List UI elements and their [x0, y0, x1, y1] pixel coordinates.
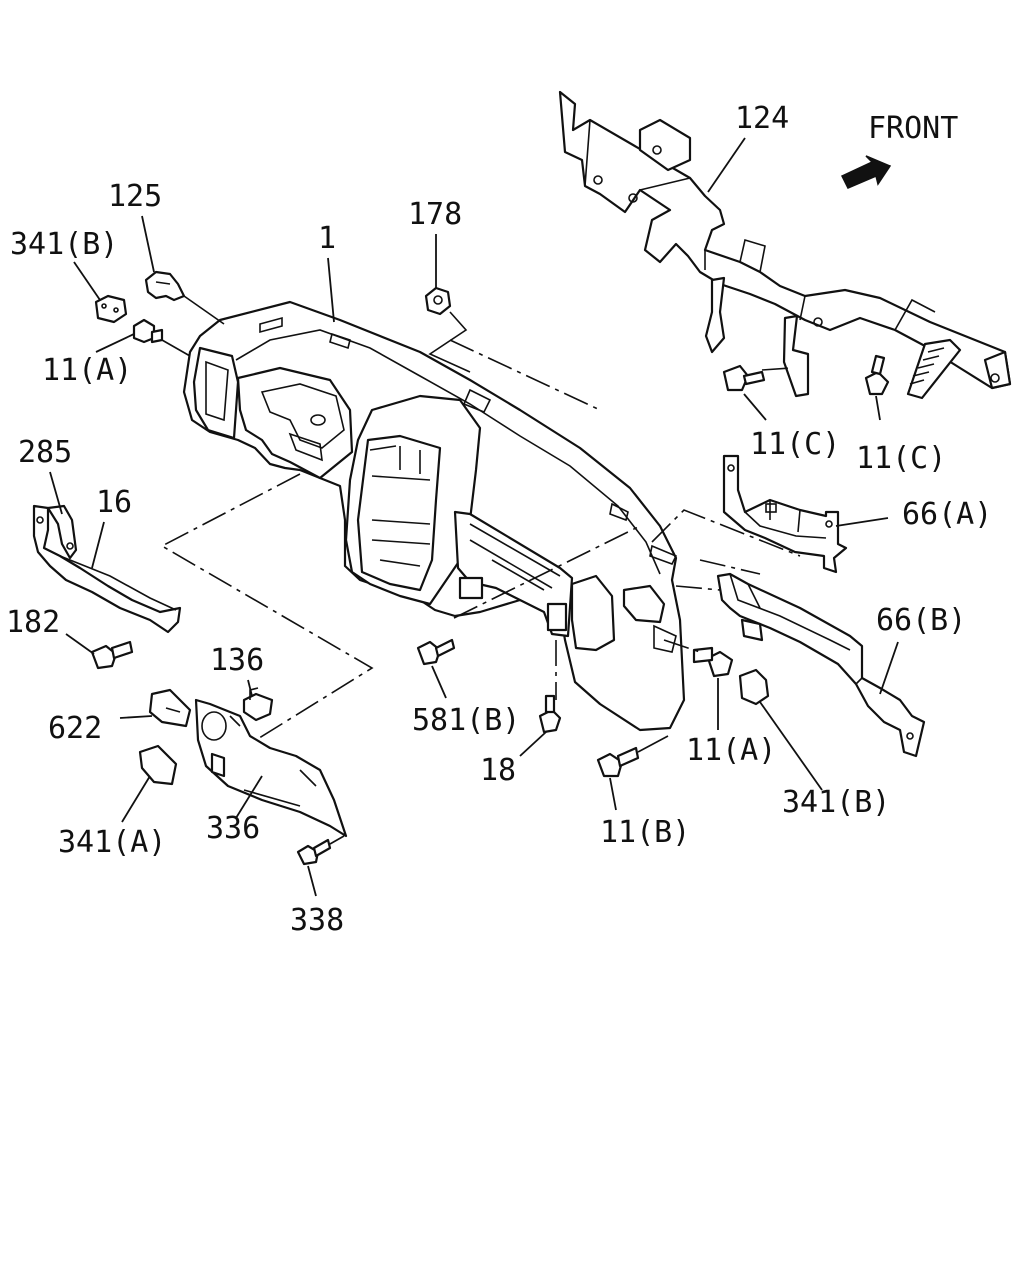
leader-125 — [141, 215, 155, 273]
callout-11c-left: 11(C) — [750, 427, 840, 462]
nut-ref-line — [428, 311, 471, 373]
callout-125: 125 — [108, 179, 162, 214]
callout-11a-top: 11(A) — [42, 353, 132, 388]
part-18-screw — [538, 694, 562, 734]
callout-136: 136 — [210, 643, 264, 678]
part-11c-bolt-right — [864, 354, 890, 396]
screw-ref-line — [329, 835, 345, 845]
leader-1 — [327, 257, 335, 323]
leader-341b-top — [73, 261, 101, 301]
leader-581b — [431, 665, 447, 699]
leader-136 — [247, 679, 253, 697]
part-136-clip — [242, 687, 274, 722]
callout-341a: 341(A) — [58, 825, 166, 860]
part-622-cover — [148, 688, 192, 728]
clip-ref-line — [183, 295, 225, 325]
part-16-285-bracket — [32, 504, 182, 634]
callout-285: 285 — [18, 435, 72, 470]
part-178-nut — [424, 286, 452, 316]
part-11a-bolt-bottom — [692, 646, 734, 678]
part-336-lower-cover — [194, 698, 348, 838]
callout-66b: 66(B) — [876, 603, 966, 638]
front-arrow-icon — [840, 155, 892, 189]
callout-336: 336 — [206, 811, 260, 846]
part-124-support-beam — [558, 90, 1012, 400]
callout-11a-bottom: 11(A) — [686, 733, 776, 768]
part-125-clip — [144, 270, 186, 302]
callout-18: 18 — [480, 753, 516, 788]
leader-341b-bottom — [759, 701, 823, 791]
leader-18 — [519, 731, 547, 757]
leader-11b — [609, 777, 617, 811]
part-341b-cap-top — [94, 294, 128, 324]
part-66a-bracket — [722, 454, 848, 574]
leader-11a-top — [95, 333, 135, 353]
callout-622: 622 — [48, 711, 102, 746]
callout-182: 182 — [6, 605, 60, 640]
callout-1: 1 — [318, 221, 336, 256]
leader-16 — [91, 521, 105, 569]
leader-622 — [119, 715, 153, 719]
callout-11b: 11(B) — [600, 815, 690, 850]
leader-11c-left — [743, 393, 767, 421]
leader-336 — [235, 775, 263, 819]
callout-11c-right: 11(C) — [856, 441, 946, 476]
callout-581b: 581(B) — [412, 703, 520, 738]
part-341b-cap-bottom — [738, 668, 770, 706]
leader-66b — [879, 641, 899, 695]
part-581b-screw — [416, 638, 456, 666]
leader-285 — [49, 471, 63, 515]
part-11a-bolt-top — [132, 318, 164, 344]
leader-66a — [835, 517, 889, 527]
leader-341a — [121, 775, 151, 823]
callout-66a: 66(A) — [902, 497, 992, 532]
leader-182 — [65, 633, 95, 655]
callout-124: 124 — [735, 101, 789, 136]
callout-338: 338 — [290, 903, 344, 938]
reference-lines — [160, 339, 801, 741]
part-1-instrument-panel — [182, 300, 686, 732]
bolt-ref-line-11b — [637, 735, 669, 753]
callout-16: 16 — [96, 485, 132, 520]
part-11c-bolt-left — [722, 364, 766, 392]
part-182-bolt — [90, 640, 134, 670]
part-341a-cap — [138, 744, 178, 786]
callout-341b-top: 341(B) — [10, 227, 118, 262]
bolt-ref-line-11a-top — [161, 339, 191, 357]
leader-338 — [307, 865, 317, 897]
part-11b-bolt — [596, 746, 640, 778]
callout-178: 178 — [408, 197, 462, 232]
part-338-screw — [296, 838, 332, 866]
front-direction-indicator: FRONT — [840, 111, 958, 189]
callout-341b-bottom: 341(B) — [782, 785, 890, 820]
leader-124 — [707, 137, 746, 193]
part-66b-bracket — [716, 572, 926, 758]
front-label: FRONT — [868, 111, 958, 146]
leader-11c-right — [875, 395, 881, 421]
